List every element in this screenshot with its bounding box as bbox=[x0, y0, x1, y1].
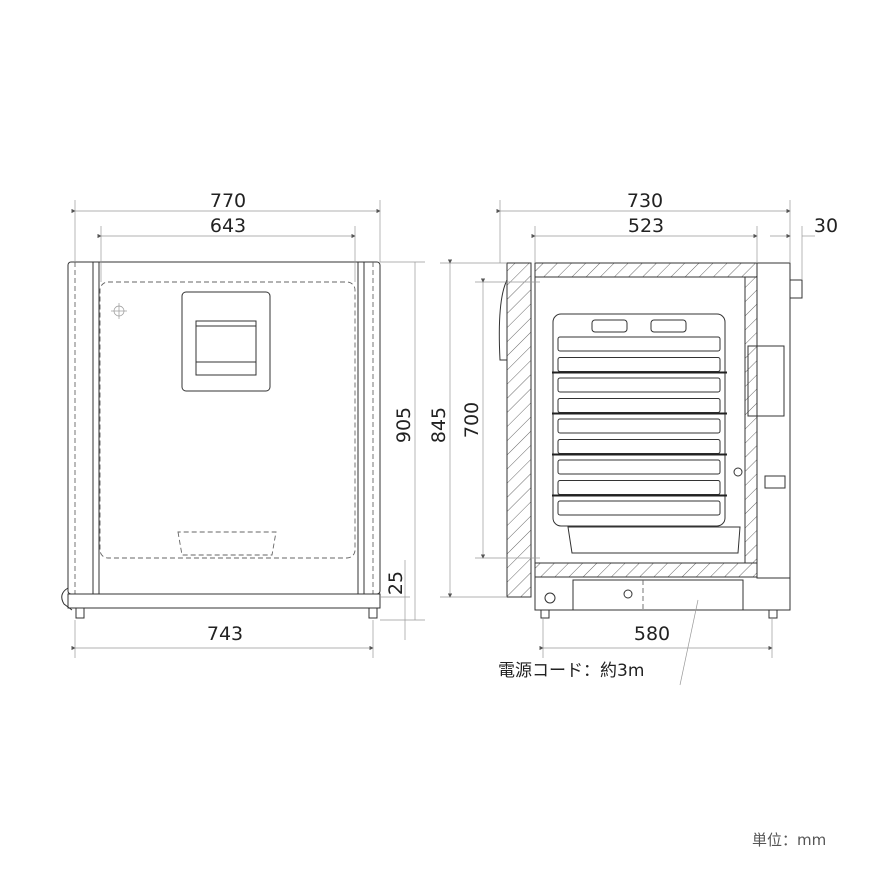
dim-rear-protrusion: 30 bbox=[814, 215, 838, 237]
water-tray-outline bbox=[177, 531, 277, 556]
power-cord-note: 電源コード：約3m bbox=[498, 661, 644, 681]
power-cord-leader bbox=[679, 599, 699, 686]
display-panel bbox=[181, 291, 271, 392]
shelf bbox=[557, 459, 721, 475]
dim-inner-depth: 523 bbox=[628, 215, 664, 237]
shelf bbox=[557, 439, 721, 454]
shelf bbox=[557, 336, 721, 352]
dim-front-inner-width: 643 bbox=[210, 215, 246, 237]
shelves bbox=[552, 336, 727, 516]
side-view bbox=[440, 200, 815, 686]
dim-side-depth: 730 bbox=[627, 190, 663, 212]
front-view bbox=[61, 200, 425, 658]
control-box bbox=[572, 579, 744, 611]
shelf bbox=[557, 500, 721, 516]
dim-body-height: 845 bbox=[428, 407, 450, 443]
shelf bbox=[557, 377, 721, 393]
display-screen bbox=[195, 320, 257, 376]
unit-note: 単位：mm bbox=[752, 831, 826, 849]
humidity-pan bbox=[567, 526, 741, 554]
shelf bbox=[557, 418, 721, 434]
shelf bbox=[557, 398, 721, 413]
crosshair-icon bbox=[111, 303, 127, 319]
shelf-frame bbox=[552, 313, 726, 527]
dim-inner-height: 700 bbox=[461, 402, 483, 438]
dim-front-width: 770 bbox=[210, 190, 246, 212]
dim-base-depth: 580 bbox=[634, 623, 670, 645]
rear-panel bbox=[756, 262, 791, 579]
door-section bbox=[506, 262, 532, 598]
shelf bbox=[557, 480, 721, 495]
dim-foot-height: 25 bbox=[385, 571, 407, 595]
base-plinth bbox=[67, 593, 381, 609]
dim-base-width: 743 bbox=[207, 623, 243, 645]
inner-chamber-outline bbox=[99, 281, 356, 559]
shelf bbox=[557, 357, 721, 372]
dim-total-height: 905 bbox=[393, 407, 415, 443]
cabinet-outline bbox=[67, 261, 381, 595]
